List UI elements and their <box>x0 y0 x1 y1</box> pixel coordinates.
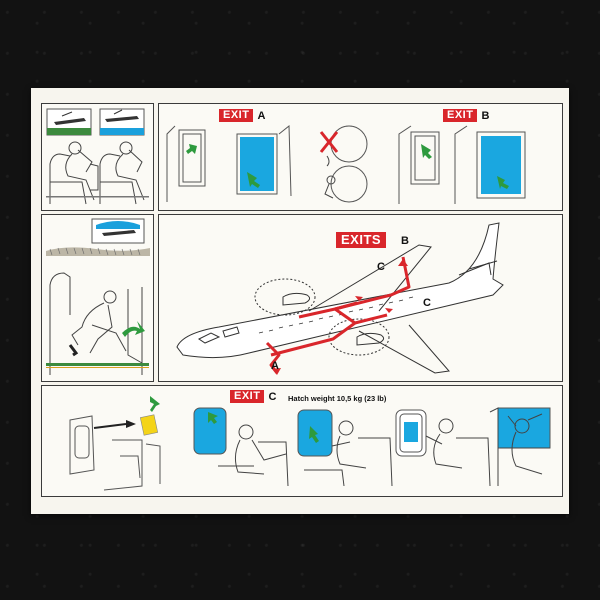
exit-c-panel: EXIT C Hatch weight 10,5 kg (23 lb) <box>41 385 563 497</box>
exit-c-illustration <box>69 396 551 491</box>
evacuation-crawl-panel <box>41 214 154 382</box>
exit-a-tag: EXIT A <box>219 109 265 122</box>
exit-c-word: EXIT <box>230 390 265 403</box>
evacuation-crawl-illustration <box>46 218 150 375</box>
exit-a-word: EXIT <box>219 109 254 122</box>
plane-label-c-upper: C <box>377 261 385 273</box>
safety-card: EXIT A EXIT B <box>31 88 569 514</box>
plane-label-c-lower: C <box>423 297 431 309</box>
exit-b-word: EXIT <box>443 109 478 122</box>
brace-position-panel <box>41 103 154 211</box>
exit-a-letter: A <box>257 109 266 122</box>
aircraft-diagram <box>176 222 504 375</box>
plane-label-b: B <box>401 235 409 247</box>
exit-c-tag: EXIT C <box>230 390 276 403</box>
exit-a-b-illustration <box>166 124 526 204</box>
brace-position-illustration <box>46 108 149 205</box>
exit-a-b-panel: EXIT A EXIT B <box>158 103 563 211</box>
exit-b-letter: B <box>481 109 490 122</box>
hatch-weight-note: Hatch weight 10,5 kg (23 lb) <box>288 394 387 403</box>
plane-label-a: A <box>271 360 279 372</box>
exit-c-letter: C <box>268 390 277 403</box>
aircraft-exits-panel: EXITS B C C A <box>158 214 563 382</box>
exits-title: EXITS <box>336 232 387 248</box>
exit-b-tag: EXIT B <box>443 109 489 122</box>
